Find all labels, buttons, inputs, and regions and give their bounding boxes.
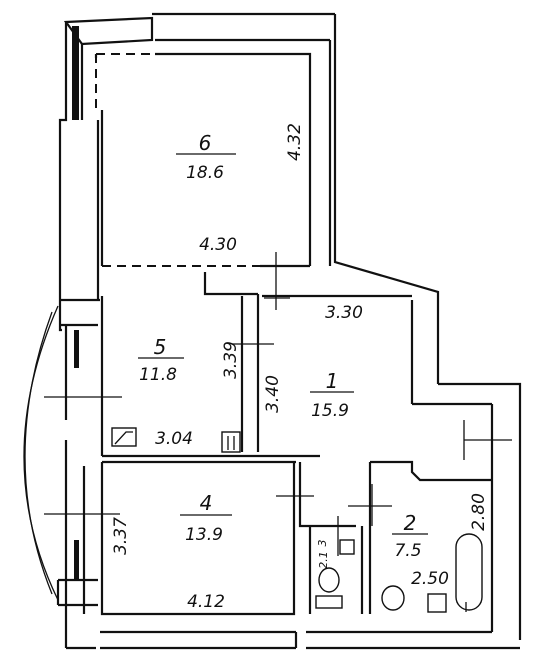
room-4-length: 3.37 <box>111 517 131 555</box>
room-5-length: 3.39 <box>221 341 241 379</box>
toilet-tank <box>315 595 343 609</box>
room-4-number: 4 <box>200 491 213 515</box>
bath-cabinet <box>427 593 447 613</box>
room-4-width: 4.12 <box>187 592 225 612</box>
room-6-area: 18.6 <box>186 163 224 183</box>
room-2-length: 2.80 <box>469 493 489 531</box>
room-3: 3 2.1 <box>298 462 364 614</box>
bathroom-sink <box>381 585 405 611</box>
radiator-symbol <box>221 431 241 453</box>
toilet-bowl <box>318 567 340 593</box>
room-1-width: 3.30 <box>325 303 363 323</box>
room-6: 6 18.6 4.30 4.32 <box>94 52 312 310</box>
room-1: 1 15.9 3.30 3.40 <box>263 303 512 460</box>
room-3-area: 2.1 <box>317 551 330 569</box>
left-wall-hatch <box>72 26 79 120</box>
room-4-area: 13.9 <box>185 525 223 545</box>
room-5-area: 11.8 <box>139 365 177 385</box>
window-strip-upper <box>74 330 79 368</box>
room-6-width: 4.30 <box>199 235 237 255</box>
room-2-width: 2.50 <box>411 569 449 589</box>
room-2: 2 7.5 2.80 2.50 <box>348 460 492 614</box>
room-1-area: 15.9 <box>311 401 349 421</box>
room-3-number: 3 <box>316 540 329 547</box>
bay-window-arc <box>23 305 59 601</box>
room-5: 5 11.8 3.39 3.04 <box>44 294 320 464</box>
room-4: 4 13.9 3.37 4.12 <box>44 462 314 616</box>
bathtub <box>455 533 483 611</box>
room-2-area: 7.5 <box>394 541 421 561</box>
room-6-length: 4.32 <box>285 123 305 161</box>
window-strip-lower <box>74 540 79 580</box>
outer-walls <box>23 12 522 650</box>
room-5-number: 5 <box>154 335 167 359</box>
room-5-width: 3.04 <box>155 429 193 449</box>
room-2-number: 2 <box>404 511 417 535</box>
room-1-number: 1 <box>326 369 339 393</box>
room-1-length: 3.40 <box>263 375 283 413</box>
room-6-number: 6 <box>199 131 212 155</box>
wc-sink <box>339 539 355 555</box>
